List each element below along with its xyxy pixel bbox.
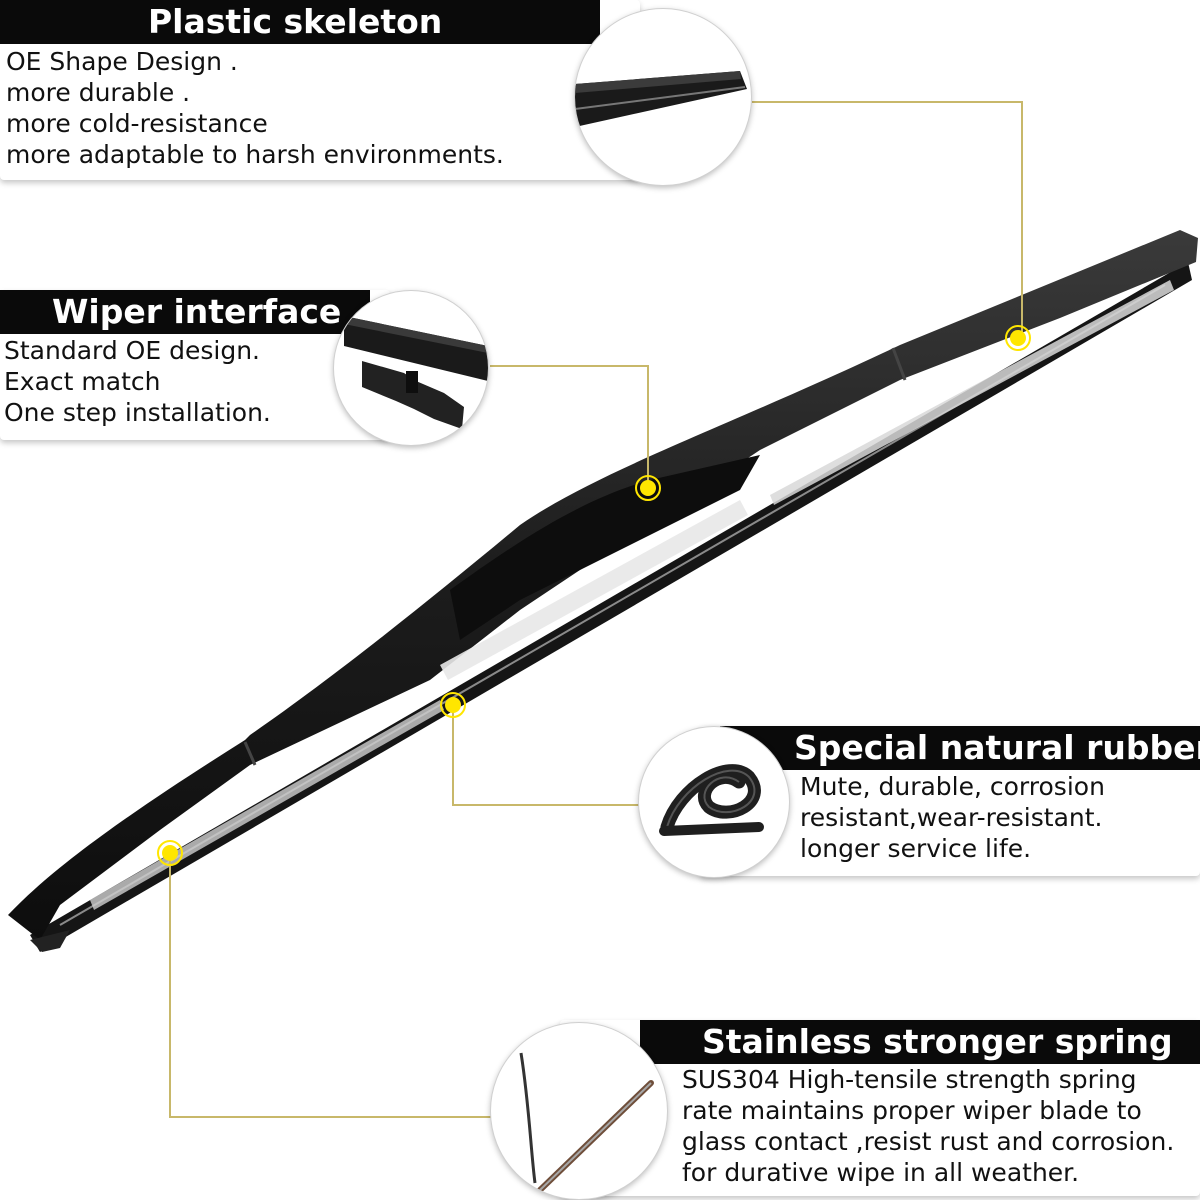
text-line: resistant,wear-resistant. — [800, 803, 1103, 832]
text-line: SUS304 High-tensile strength spring — [682, 1065, 1137, 1094]
text-line: glass contact ,resist rust and corrosion… — [682, 1127, 1175, 1156]
detail-frame-closeup — [574, 8, 752, 186]
text-line: One step installation. — [4, 398, 271, 427]
detail-spring-closeup — [490, 1022, 668, 1200]
callout-plastic-skeleton: Plastic skeleton OE Shape Design . more … — [0, 0, 640, 180]
text-line: for durative wipe in all weather. — [682, 1158, 1080, 1187]
blade-frame — [8, 230, 1198, 940]
detail-rubber-closeup — [638, 726, 790, 878]
text-line: more durable . — [6, 78, 191, 107]
marker-wiper-interface — [635, 475, 661, 501]
callout-title-plastic-skeleton: Plastic skeleton — [0, 0, 600, 44]
marker-plastic-skeleton — [1005, 325, 1031, 351]
callout-text-plastic-skeleton: OE Shape Design . more durable . more co… — [6, 46, 504, 170]
callout-title-stainless-spring: Stainless stronger spring — [640, 1020, 1200, 1064]
leader-natural-rubber — [452, 705, 640, 806]
leader-stainless-spring — [169, 853, 492, 1118]
callout-title-wiper-interface: Wiper interface — [0, 290, 370, 334]
text-line: Exact match — [4, 367, 161, 396]
leader-wiper-interface — [490, 365, 649, 488]
marker-stainless-spring — [157, 840, 183, 866]
callout-text-stainless-spring: SUS304 High-tensile strength spring rate… — [682, 1064, 1174, 1188]
callout-text-natural-rubber: Mute, durable, corrosion resistant,wear-… — [800, 771, 1105, 864]
text-line: more cold-resistance — [6, 109, 268, 138]
callout-title-natural-rubber: Special natural rubber — [720, 726, 1200, 770]
callout-text-wiper-interface: Standard OE design. Exact match One step… — [4, 335, 271, 428]
text-line: OE Shape Design . — [6, 47, 238, 76]
text-line: Mute, durable, corrosion — [800, 772, 1105, 801]
detail-interface-closeup — [333, 290, 489, 446]
text-line: more adaptable to harsh environments. — [6, 140, 504, 169]
center-cover — [450, 455, 760, 640]
marker-natural-rubber — [440, 692, 466, 718]
text-line: longer service life. — [800, 834, 1032, 863]
text-line: rate maintains proper wiper blade to — [682, 1096, 1142, 1125]
leader-plastic-skeleton — [752, 101, 1023, 337]
text-line: Standard OE design. — [4, 336, 260, 365]
callout-wiper-interface: Wiper interface Standard OE design. Exac… — [0, 290, 390, 440]
